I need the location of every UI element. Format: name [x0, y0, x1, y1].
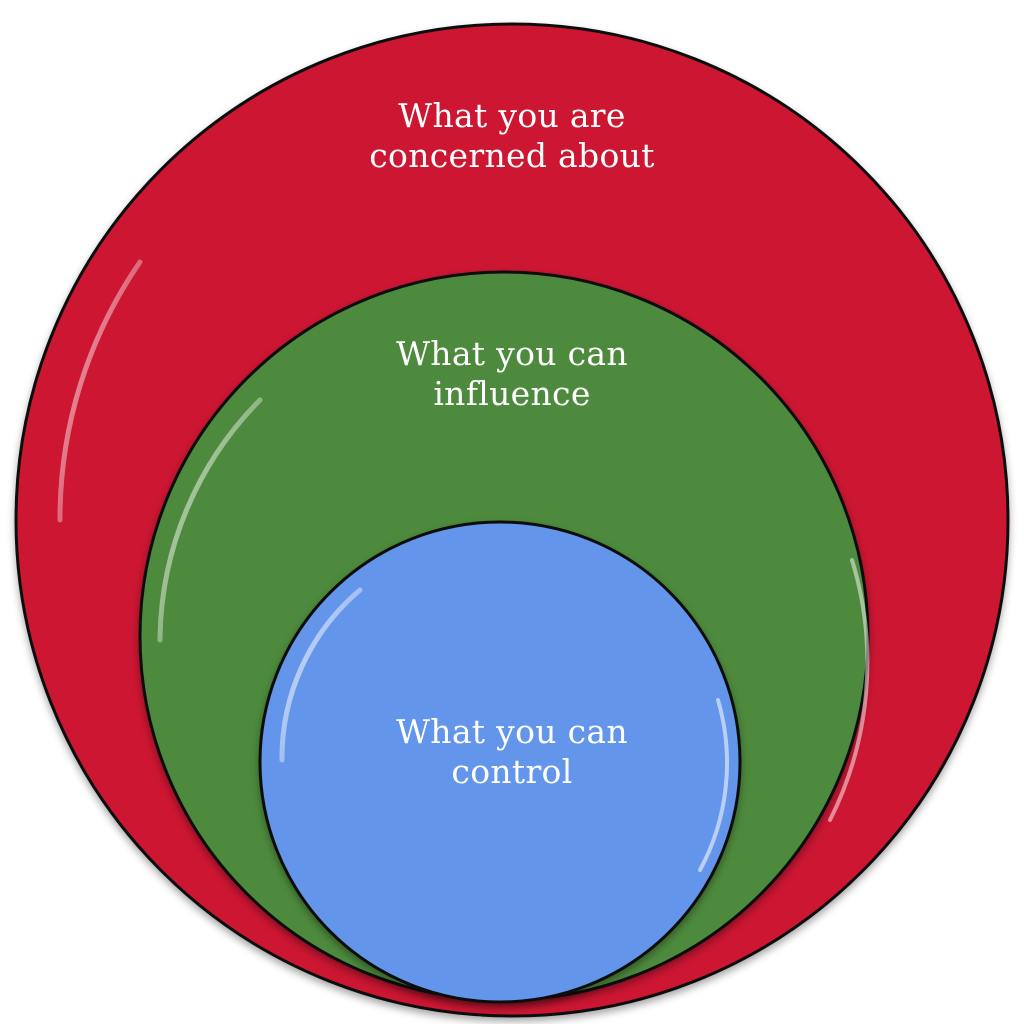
inner-circle-control [258, 520, 742, 1004]
inner-label-line-2: control [451, 752, 573, 791]
inner-circle-rim-highlight [698, 698, 729, 872]
middle-label-line-2: influence [433, 374, 591, 413]
outer-circle-highlight [57, 259, 143, 523]
outer-circle-label: What you are concerned about [0, 96, 1024, 176]
inner-circle-highlight [279, 587, 363, 763]
outer-label-line-2: concerned about [369, 136, 655, 175]
middle-label-line-1: What you can [396, 334, 628, 373]
outer-label-line-1: What you are [398, 96, 626, 135]
outer-circle-rim-highlight [973, 328, 1024, 772]
inner-circle-label: What you can control [0, 712, 1024, 792]
middle-circle-label: What you can influence [0, 334, 1024, 414]
middle-circle-rim-highlight [828, 558, 870, 822]
middle-circle-highlight [157, 397, 263, 643]
inner-label-line-1: What you can [396, 712, 628, 751]
